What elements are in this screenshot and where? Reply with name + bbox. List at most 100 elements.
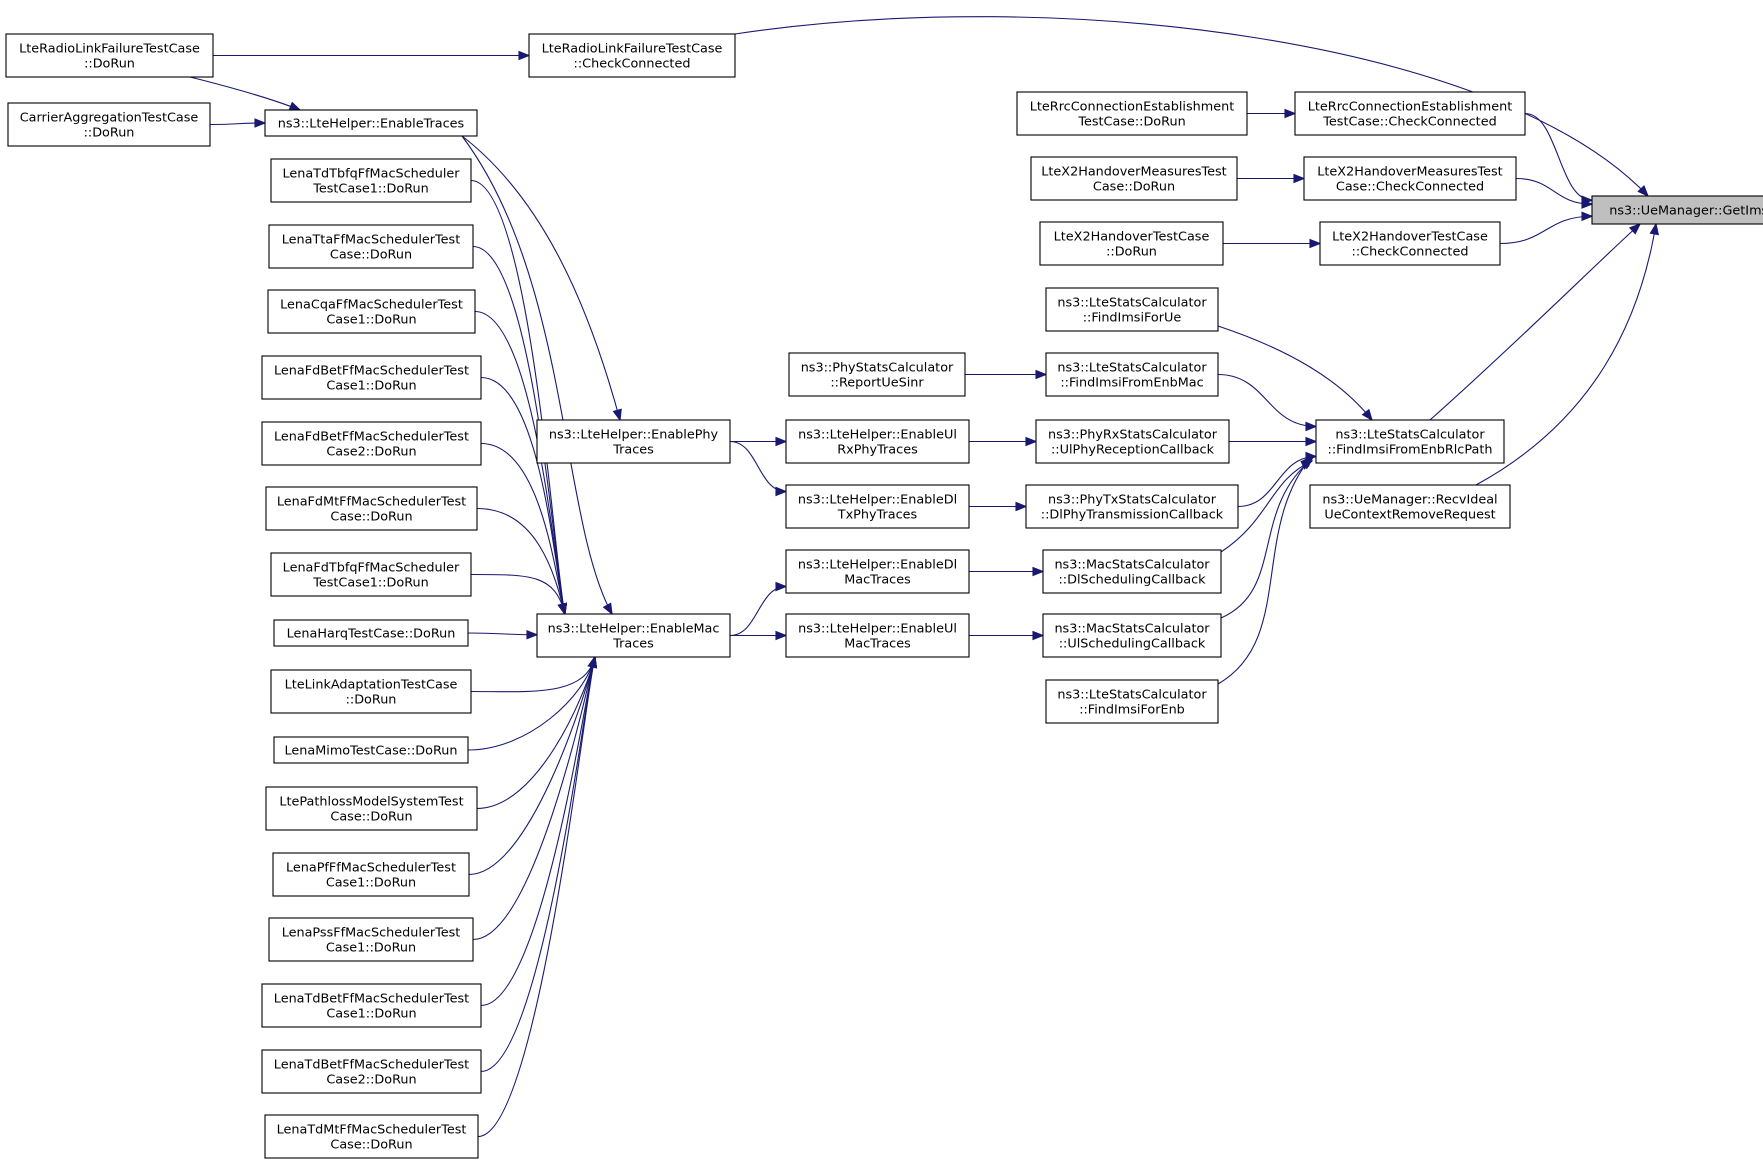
edge-line: [470, 656, 596, 693]
function-node[interactable]: ns3::MacStatsCalculator::UlSchedulingCal…: [1042, 613, 1222, 658]
node-label-line: LenaTdBetFfMacSchedulerTest: [274, 1058, 469, 1073]
node-box: [528, 33, 736, 78]
function-node[interactable]: ns3::LteHelper::EnableTraces: [264, 109, 478, 137]
call-edge: [1475, 222, 1660, 486]
edge-arrowhead: [1284, 108, 1297, 119]
current-function-node[interactable]: ns3::UeManager::GetImsi: [1591, 195, 1763, 225]
node-label-line: LteRrcConnectionEstablishment: [1308, 100, 1512, 115]
edge-arrowhead: [1301, 454, 1313, 468]
node-label-line: TestCase1::DoRun: [312, 576, 429, 591]
function-node[interactable]: LteRrcConnectionEstablishmentTestCase::D…: [1016, 91, 1248, 136]
edge-line: [1499, 215, 1593, 245]
function-node[interactable]: LteX2HandoverMeasuresTestCase::CheckConn…: [1303, 156, 1517, 201]
node-box: [785, 613, 970, 658]
function-node[interactable]: LteX2HandoverTestCase::CheckConnected: [1319, 221, 1501, 266]
call-edge: [480, 376, 568, 616]
node-label-line: LenaTdBetFfMacSchedulerTest: [274, 992, 469, 1007]
function-node[interactable]: ns3::LteStatsCalculator::FindImsiFromEnb…: [1315, 419, 1505, 464]
function-node[interactable]: ns3::PhyStatsCalculator::ReportUeSinr: [788, 352, 966, 397]
edge-line: [1217, 325, 1373, 421]
edge-line: [729, 586, 787, 637]
call-edge: [1499, 211, 1594, 245]
edge-line: [1429, 223, 1641, 421]
function-node[interactable]: LenaHarqTestCase::DoRun: [273, 619, 469, 647]
node-label-line: ns3::LteHelper::EnableUl: [798, 622, 957, 637]
node-label-line: ns3::LteStatsCalculator: [1057, 361, 1207, 376]
edge-line: [470, 573, 566, 615]
node-box: [536, 613, 731, 658]
node-label-line: LenaFdBetFfMacSchedulerTest: [274, 364, 469, 379]
node-box: [785, 484, 970, 529]
edge-arrowhead: [775, 630, 788, 641]
edge-line: [1524, 112, 1593, 201]
edge-arrowhead: [518, 50, 531, 61]
function-node[interactable]: ns3::PhyTxStatsCalculator::DlPhyTransmis…: [1025, 484, 1239, 529]
node-label-line: ::DoRun: [1106, 245, 1157, 260]
node-label-line: ::FindImsiFromEnbRlcPath: [1328, 443, 1493, 458]
edge-arrowhead: [1305, 436, 1318, 447]
node-box: [5, 33, 214, 78]
edge-line: [1475, 223, 1657, 486]
node-box: [785, 419, 970, 464]
node-box: [1319, 221, 1501, 266]
call-edge: [189, 76, 302, 111]
function-node[interactable]: ns3::LteStatsCalculator::FindImsiFromEnb…: [1045, 352, 1219, 397]
node-label-line: ::UlPhyReceptionCallback: [1051, 443, 1215, 458]
node-label-line: ns3::LteStatsCalculator: [1057, 296, 1207, 311]
edge-line: [477, 656, 596, 1138]
function-node[interactable]: LteRadioLinkFailureTestCase::CheckConnec…: [528, 33, 736, 78]
node-box: [7, 102, 211, 147]
node-label-line: TestCase1::DoRun: [312, 182, 429, 197]
function-node[interactable]: ns3::LteStatsCalculator::FindImsiForUe: [1045, 287, 1219, 332]
node-box: [265, 786, 478, 831]
node-box: [267, 289, 476, 334]
node-box: [536, 419, 731, 464]
function-node[interactable]: LteRadioLinkFailureTestCase::DoRun: [5, 33, 214, 78]
function-node[interactable]: LenaMimoTestCase::DoRun: [273, 736, 469, 764]
function-node[interactable]: LteLinkAdaptationTestCase::DoRun: [270, 669, 472, 714]
edge-arrowhead: [1581, 211, 1594, 222]
node-label-line: ::DlSchedulingCallback: [1058, 573, 1206, 588]
node-label-line: TestCase::DoRun: [1077, 115, 1185, 130]
function-node[interactable]: CarrierAggregationTestCase::DoRun: [7, 102, 211, 147]
node-label-line: Case::CheckConnected: [1336, 180, 1484, 195]
function-node[interactable]: LteX2HandoverTestCase::DoRun: [1039, 221, 1224, 266]
node-label-line: ns3::LteHelper::EnableTraces: [278, 117, 465, 132]
node-label-line: LteX2HandoverMeasuresTest: [1317, 165, 1502, 180]
node-label-line: Case::DoRun: [1093, 180, 1175, 195]
edge-arrowhead: [587, 655, 598, 669]
function-node[interactable]: ns3::UeManager::RecvIdealUeContextRemove…: [1309, 484, 1511, 529]
function-node[interactable]: ns3::MacStatsCalculator::DlSchedulingCal…: [1042, 549, 1222, 594]
call-edge: [1524, 112, 1594, 206]
edge-arrowhead: [775, 486, 788, 497]
function-node[interactable]: LteRrcConnectionEstablishmentTestCase::C…: [1294, 91, 1526, 136]
node-box: [1025, 484, 1239, 529]
node-label-line: LteX2HandoverTestCase: [1332, 230, 1488, 245]
function-node[interactable]: ns3::PhyRxStatsCalculator::UlPhyReceptio…: [1035, 419, 1230, 464]
function-node[interactable]: ns3::LteStatsCalculator::FindImsiForEnb: [1045, 679, 1219, 724]
node-label-line: Case2::DoRun: [326, 1073, 416, 1088]
node-label-line: LenaTdMtFfMacSchedulerTest: [277, 1123, 467, 1138]
node-box: [1045, 287, 1219, 332]
